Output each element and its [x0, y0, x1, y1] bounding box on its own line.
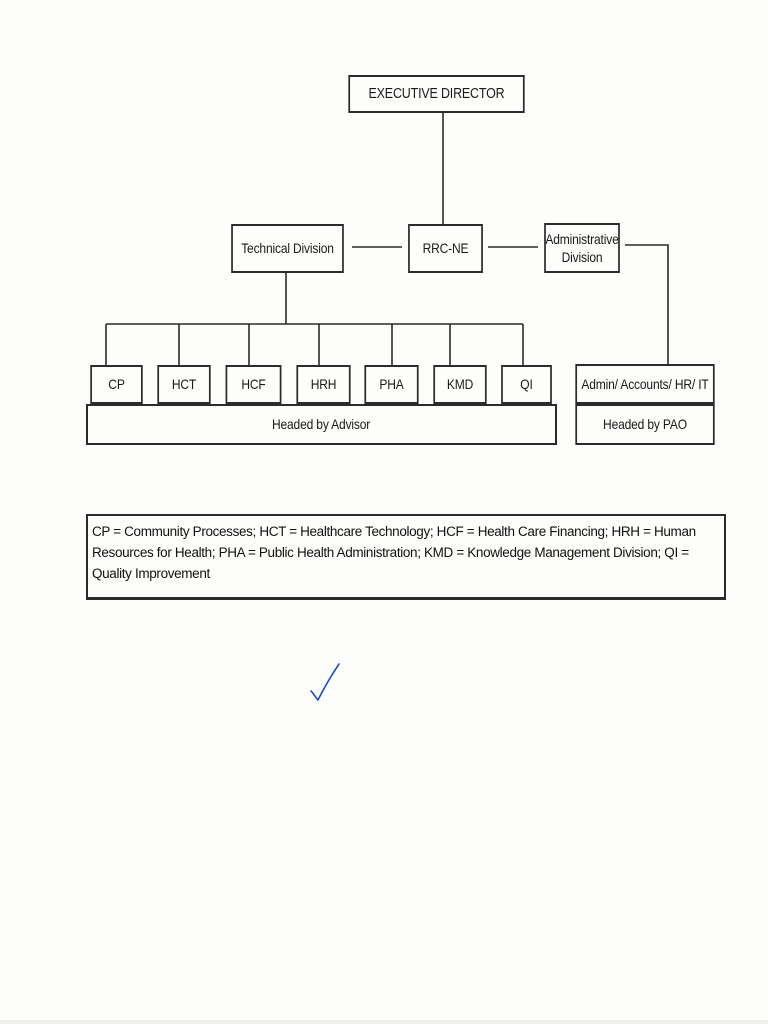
technical-division-label: Technical Division — [241, 240, 334, 257]
unit-label: HCT — [171, 376, 197, 393]
unit-label: PHA — [379, 376, 404, 393]
unit-box-kmd: KMD — [433, 365, 487, 404]
administrative-division-label-line1: Administrative — [545, 230, 619, 247]
unit-label: HRH — [310, 376, 337, 393]
admin-head-label: Headed by PAO — [603, 416, 687, 433]
administrative-division-box: Administrative Division — [544, 223, 620, 273]
unit-box-hrh: HRH — [296, 365, 351, 404]
legend-text: CP = Community Processes; HCT = Healthca… — [92, 524, 696, 581]
technical-head-label: Headed by Advisor — [272, 416, 371, 433]
unit-box-hct: HCT — [157, 365, 211, 404]
technical-head-box: Headed by Advisor — [86, 404, 557, 445]
unit-label: CP — [108, 376, 125, 393]
rrc-ne-label: RRC-NE — [422, 240, 469, 257]
unit-box-cp: CP — [90, 365, 143, 404]
unit-box-hcf: HCF — [225, 365, 282, 404]
technical-division-box: Technical Division — [231, 224, 344, 273]
admin-units-box: Admin/ Accounts/ HR/ IT — [575, 364, 715, 404]
unit-box-pha: PHA — [364, 365, 419, 404]
executive-director-label: EXECUTIVE DIRECTOR — [368, 85, 505, 102]
abbreviation-legend: CP = Community Processes; HCT = Healthca… — [86, 514, 726, 600]
scan-edge — [0, 1020, 768, 1024]
admin-units-label: Admin/ Accounts/ HR/ IT — [581, 375, 709, 392]
unit-box-qi: QI — [501, 365, 552, 404]
unit-label: HCF — [241, 376, 266, 393]
administrative-division-label-line2: Division — [561, 249, 603, 265]
executive-director-box: EXECUTIVE DIRECTOR — [348, 75, 525, 113]
unit-label: KMD — [446, 376, 474, 393]
rrc-ne-box: RRC-NE — [408, 224, 483, 273]
admin-head-box: Headed by PAO — [575, 404, 715, 445]
unit-label: QI — [520, 376, 533, 393]
